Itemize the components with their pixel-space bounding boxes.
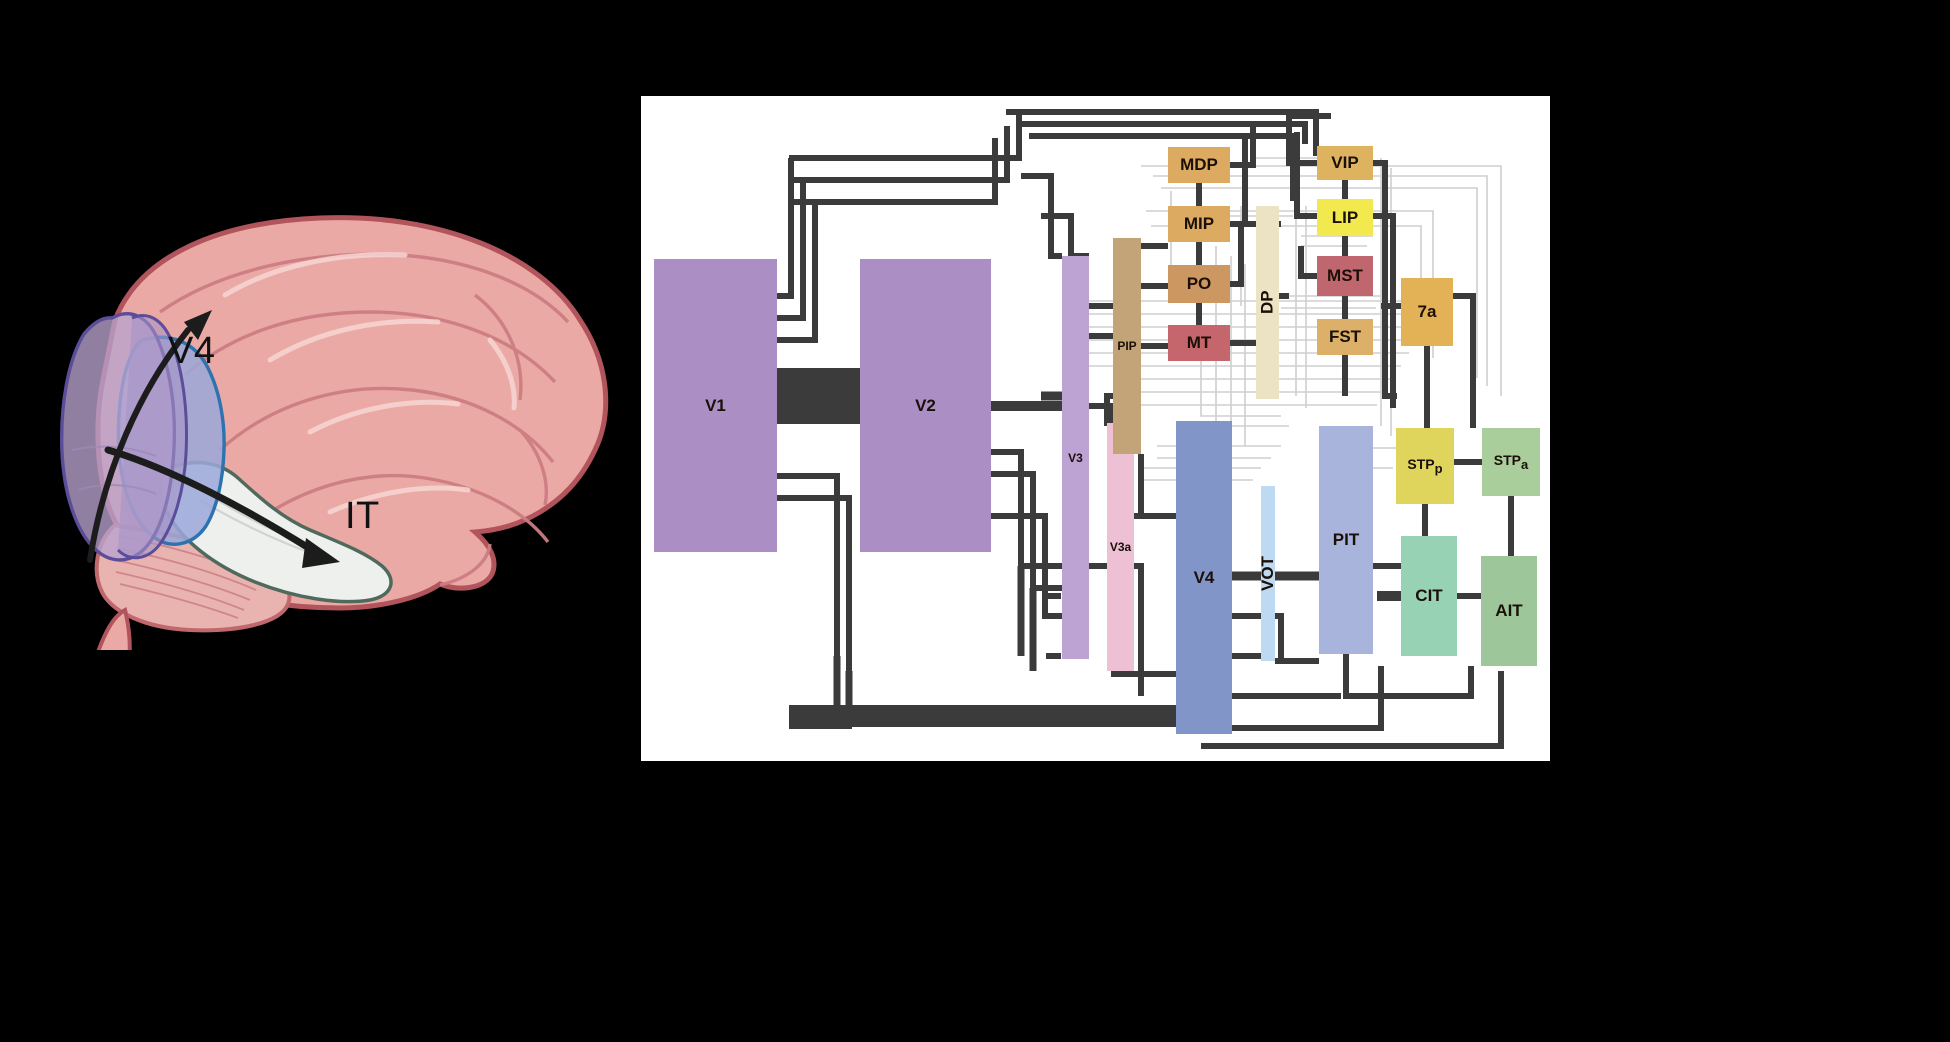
node-label: VIP [1331, 153, 1359, 172]
node-stpa[interactable]: STPa [1482, 428, 1540, 496]
node-label: 7a [1417, 302, 1437, 321]
node-7a[interactable]: 7a [1401, 278, 1453, 346]
node-vot[interactable]: VOT [1258, 486, 1277, 661]
node-label: V3 [1068, 450, 1083, 465]
node-vip[interactable]: VIP [1317, 146, 1373, 180]
node-mip[interactable]: MIP [1168, 206, 1230, 242]
node-lip[interactable]: LIP [1317, 199, 1373, 236]
node-label: MDP [1180, 155, 1218, 174]
node-label: PIT [1332, 530, 1360, 549]
node-label: FST [1328, 327, 1362, 346]
node-label: V2 [915, 395, 936, 415]
node-label: V1 [705, 395, 726, 415]
node-label: MIP [1183, 214, 1215, 233]
macaque-brain-svg [60, 215, 609, 650]
ventral-stream-arrow [104, 446, 340, 568]
brain-illustration-panel: V4 IT [0, 0, 640, 1042]
node-stpp[interactable]: STPp [1396, 428, 1454, 504]
node-mdp[interactable]: MDP [1168, 147, 1230, 183]
node-label: STPa [1493, 452, 1529, 472]
node-dp[interactable]: DP [1256, 206, 1279, 399]
node-pip[interactable]: PIP [1113, 238, 1141, 454]
node-pit[interactable]: PIT [1319, 426, 1373, 654]
node-label: MT [1186, 333, 1212, 352]
node-v1[interactable]: V1 [654, 259, 777, 552]
brain-label-it: IT [345, 495, 380, 537]
node-label: PO [1186, 274, 1212, 293]
dorsal-stream-arrow [87, 310, 212, 563]
brain-label-v4: V4 [168, 330, 216, 372]
node-label: V3a [1109, 540, 1132, 554]
node-v3[interactable]: V3 [1062, 256, 1089, 659]
node-label: VOT [1258, 556, 1277, 591]
node-label: V4 [1193, 567, 1215, 587]
node-v4[interactable]: V4 [1176, 421, 1232, 734]
node-fst[interactable]: FST [1317, 319, 1373, 355]
node-label: CIT [1415, 586, 1443, 605]
node-v3a[interactable]: V3a [1107, 423, 1134, 671]
node-po[interactable]: PO [1168, 265, 1230, 303]
node-label: MST [1327, 266, 1363, 285]
node-label: STPp [1407, 456, 1443, 476]
v1-occipital-region-shape [60, 312, 188, 562]
node-cit[interactable]: CIT [1401, 536, 1457, 656]
connection-wires [777, 109, 1514, 749]
node-mt[interactable]: MT [1168, 325, 1230, 361]
node-label: LIP [1331, 207, 1359, 227]
node-label: AIT [1495, 601, 1523, 620]
node-ait[interactable]: AIT [1481, 556, 1537, 666]
node-mst[interactable]: MST [1317, 256, 1373, 296]
node-label: DP [1257, 290, 1277, 315]
node-v2[interactable]: V2 [860, 259, 991, 552]
node-label: PIP [1117, 339, 1137, 353]
